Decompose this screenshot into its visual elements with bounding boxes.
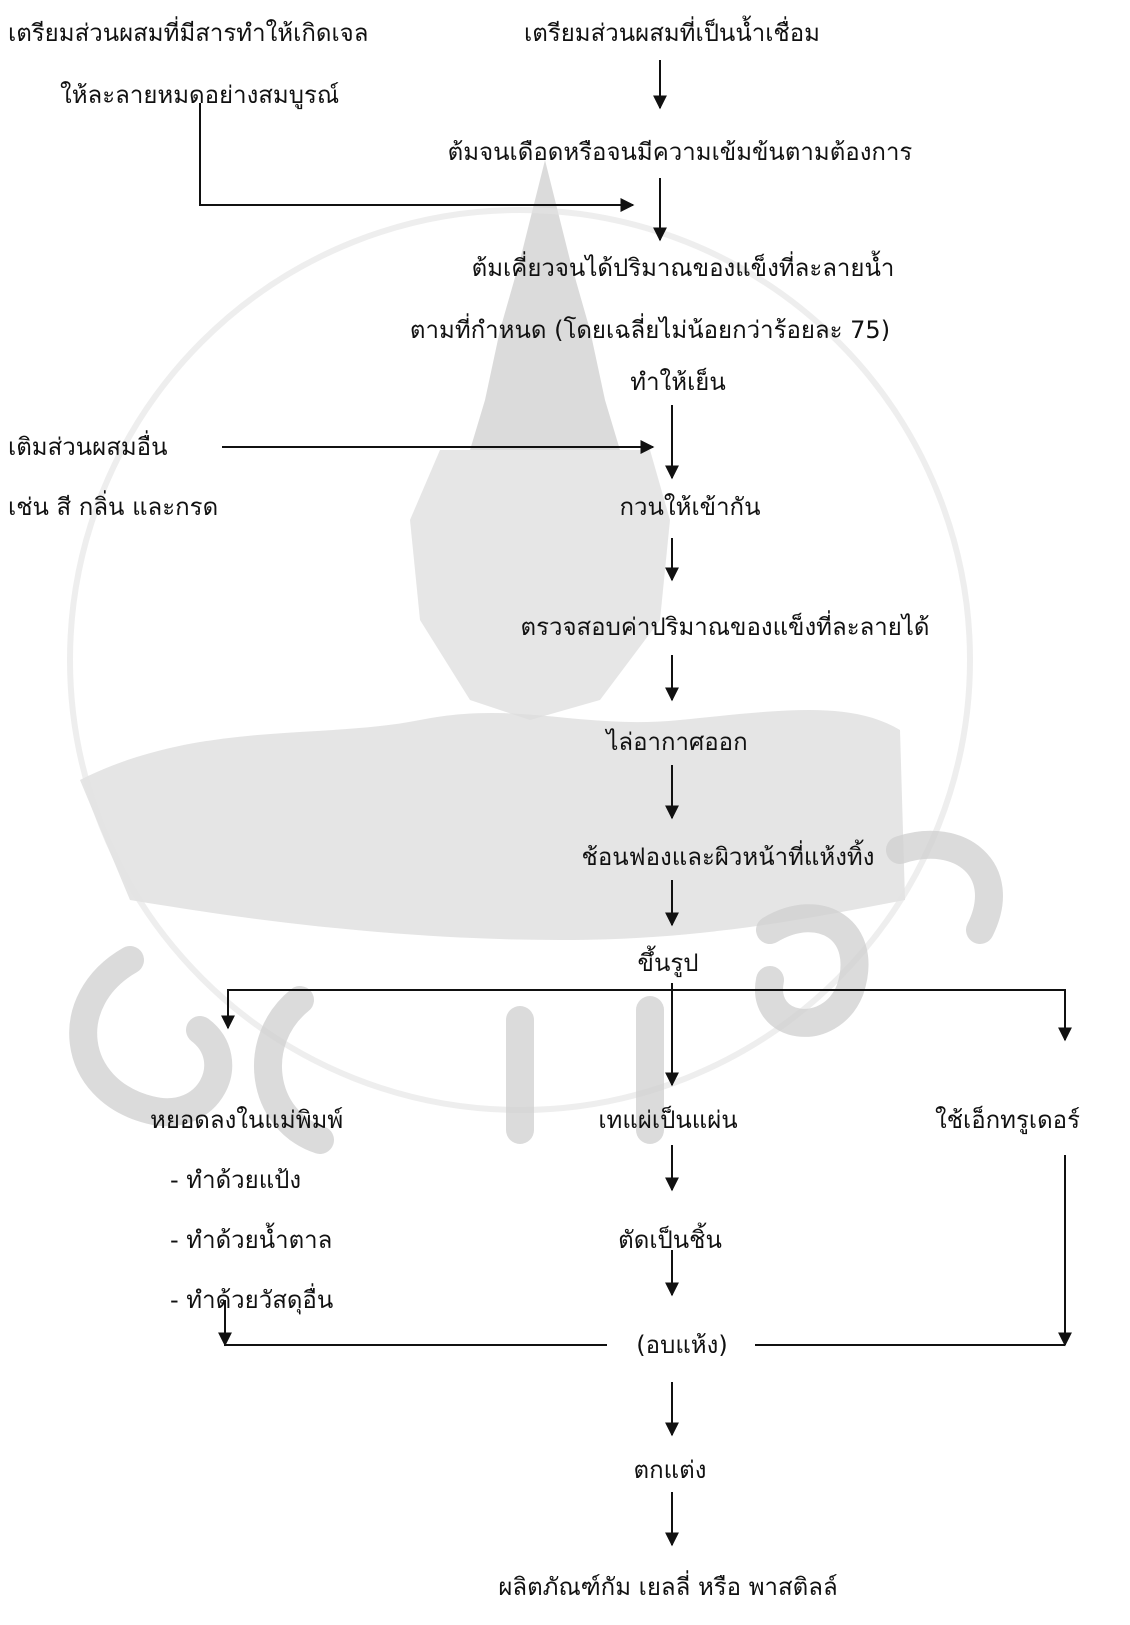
arrow-mold-to-dry: [225, 1320, 607, 1345]
step-mold-option-other: - ทำด้วยวัสดุอื่น: [170, 1285, 333, 1315]
step-boil: ต้มจนเดือดหรือจนมีความเข้มข้นตามต้องการ: [448, 137, 913, 167]
arrow-form-to-mold: [228, 990, 1065, 1040]
step-extruder: ใช้เอ็กทรูเดอร์: [935, 1105, 1080, 1135]
step-decorate: ตกแต่ง: [634, 1455, 707, 1485]
step-dissolve: ให้ละลายหมดอย่างสมบูรณ์: [60, 80, 339, 110]
step-cook-line2: ตามที่กำหนด (โดยเฉลี่ยไม่น้อยกว่าร้อยละ …: [410, 315, 890, 345]
step-skim: ช้อนฟองและผิวหน้าที่แห้งทิ้ง: [582, 842, 875, 872]
step-mold-option-starch: - ทำด้วยแป้ง: [170, 1165, 301, 1195]
step-add-ingredients-line2: เช่น สี กลิ่น และกรด: [8, 492, 218, 522]
step-mold: หยอดลงในแม่พิมพ์: [150, 1105, 343, 1135]
step-product: ผลิตภัณฑ์กัม เยลลี่ หรือ พาสติลล์: [498, 1572, 837, 1602]
step-prepare-syrup: เตรียมส่วนผสมที่เป็นน้ำเชื่อม: [524, 18, 820, 48]
step-slab: เทแผ่เป็นแผ่น: [598, 1105, 737, 1135]
step-cut: ตัดเป็นชิ้น: [618, 1225, 722, 1255]
step-dry: (อบแห้ง): [636, 1330, 727, 1360]
step-add-ingredients-line1: เติมส่วนผสมอื่น: [8, 432, 168, 462]
step-mix: กวนให้เข้ากัน: [620, 492, 761, 522]
step-mold-option-sugar: - ทำด้วยน้ำตาล: [170, 1225, 332, 1255]
step-prepare-gel: เตรียมส่วนผสมที่มีสารทำให้เกิดเจล: [8, 18, 368, 48]
step-form: ขึ้นรูป: [638, 948, 699, 978]
step-deaerate: ไล่อากาศออก: [606, 727, 747, 757]
step-cool: ทำให้เย็น: [630, 367, 726, 397]
step-check-solids: ตรวจสอบค่าปริมาณของแข็งที่ละลายได้: [521, 612, 930, 642]
step-cook-line1: ต้มเคี่ยวจนได้ปริมาณของแข็งที่ละลายน้ำ: [472, 253, 895, 283]
